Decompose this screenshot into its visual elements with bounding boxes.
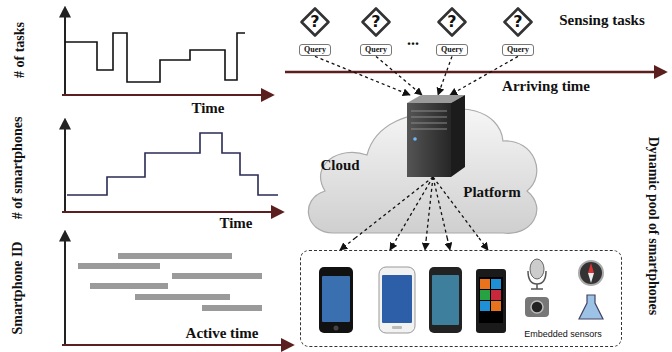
y-axis [64, 120, 66, 212]
query-node: Query [299, 44, 331, 57]
ellipsis: ... [407, 31, 419, 49]
app-tile [491, 290, 501, 300]
question-mark: ? [447, 13, 456, 31]
dispatch-arrow [447, 238, 450, 250]
smartphone-screen [479, 277, 503, 323]
dispatch-arrow [340, 238, 355, 250]
axis-label: # of tasks [12, 22, 27, 78]
compass-needle [588, 263, 594, 273]
dispatch-arrow [390, 238, 397, 250]
smartphone-screen [432, 275, 459, 325]
axis-label: Smartphone ID [10, 242, 25, 335]
query-node: Query [360, 44, 392, 57]
section-title: Sensing tasks [559, 12, 644, 29]
question-mark: ? [371, 13, 380, 31]
cloud-label: Platform [463, 184, 520, 201]
smartphone-body [429, 267, 462, 333]
diamond-outline [439, 9, 466, 36]
axis-label: Time [219, 215, 252, 232]
active-bar [118, 253, 232, 259]
active-time-chart [62, 232, 292, 345]
camera-icon [525, 297, 549, 317]
smartphone-screen [382, 275, 412, 323]
step-line [65, 33, 245, 82]
dispatch-arrow [425, 238, 426, 250]
active-bar [90, 283, 168, 289]
pool-node: Dynamic pool of smartphonesEmbedded sens… [300, 250, 622, 347]
microphone-stand [528, 271, 546, 289]
flask-icon [579, 295, 603, 319]
question-mark: ? [310, 13, 319, 31]
diamond-outline [302, 9, 329, 36]
app-tile [480, 301, 490, 311]
active-bar [202, 305, 262, 311]
drive-bay [411, 110, 447, 111]
smartphone-body [319, 267, 353, 333]
server-side [451, 95, 465, 177]
smartphone-body [379, 267, 415, 333]
dispatch-line [426, 177, 433, 238]
sensor-caption: Embedded sensors [524, 330, 602, 340]
x-axis [62, 211, 282, 213]
active-bar [78, 263, 160, 269]
query-text: Query [304, 46, 326, 55]
axis-label: Time [191, 100, 224, 117]
cloud-label: Cloud [320, 157, 359, 174]
query-node: Query [502, 44, 534, 57]
axis-label: Arriving time [502, 78, 590, 95]
app-tile [491, 279, 501, 289]
camera-lens [531, 301, 543, 313]
drive-bay [411, 116, 447, 117]
server-icon [407, 95, 465, 177]
question-mark: ? [513, 13, 522, 31]
query-text: Query [507, 46, 529, 55]
step-line [67, 133, 278, 195]
power-light [413, 137, 417, 141]
app-tile [480, 290, 490, 300]
dispatch-arrow [479, 238, 488, 250]
diamond-node: ? [437, 7, 467, 37]
dispatch-arrow [315, 56, 410, 95]
diamond-node: ? [503, 7, 533, 37]
y-axis [64, 232, 66, 345]
phones-chart [62, 120, 282, 212]
diamond-outline [363, 9, 390, 36]
y-axis [64, 8, 66, 95]
dispatch-arrow [438, 56, 452, 95]
x-axis [62, 94, 272, 96]
x-axis [62, 344, 292, 346]
axis-label: # of smartphones [10, 117, 25, 220]
query-text: Query [365, 46, 387, 55]
diamond-node: ? [300, 7, 330, 37]
pool-title: Dynamic pool of smartphones [645, 137, 660, 316]
home-button [334, 326, 339, 331]
app-tile [491, 301, 501, 311]
query-text: Query [441, 46, 463, 55]
microphone-icon [530, 259, 544, 279]
arrival-timeline [285, 71, 665, 74]
diamond-outline [505, 9, 532, 36]
smartphone-screen [322, 276, 350, 322]
smartphone-body [476, 269, 506, 333]
diamond-node: ? [361, 7, 391, 37]
drive-bay [411, 128, 447, 129]
drive-bay [411, 122, 447, 123]
axis-label: Active time [186, 325, 259, 342]
cloud-node: CloudPlatform [295, 95, 545, 238]
active-bar [172, 273, 262, 279]
dispatch-arrow [376, 56, 422, 95]
tasks-chart [62, 8, 272, 95]
query-node: Query [436, 44, 468, 57]
app-tile [480, 279, 490, 289]
dispatch-line [355, 177, 433, 238]
active-bar [135, 294, 230, 300]
dispatch-line [397, 177, 433, 238]
server-front [407, 103, 451, 177]
compass-icon [579, 261, 603, 285]
dispatch-line [433, 177, 447, 238]
home-button [392, 326, 402, 329]
active-bars [78, 256, 262, 308]
compass-needle [588, 273, 594, 283]
